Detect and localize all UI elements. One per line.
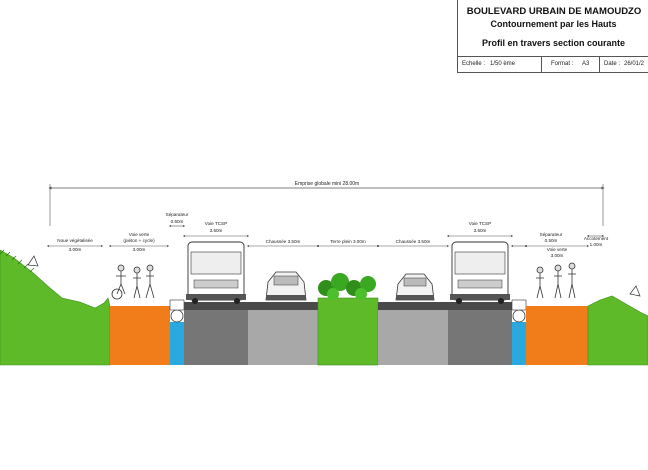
left-slope-marker (27, 255, 39, 267)
separateur-left-title: Séparateur (166, 212, 189, 217)
separateur-right-value: 0.50m (545, 238, 558, 243)
title-block: BOULEVARD URBAIN DE MAMOUDZO Contourneme… (457, 0, 648, 73)
title-row-divider (599, 57, 600, 73)
project-subtitle: Contournement par les Hauts (490, 19, 617, 29)
median-plants (318, 273, 376, 300)
voie-verte-left-title: Voie verte (129, 232, 150, 237)
drawing-title: Profil en travers section courante (481, 38, 626, 48)
left-chaussee-layer (248, 310, 318, 365)
left-slope-hatching (0, 249, 35, 273)
voie-verte-right-value: 3.00m (551, 253, 564, 258)
voie-verte-left-value: 3.00m (133, 247, 146, 252)
date-value: 26/01/2 (624, 61, 645, 67)
tcsp-right-title: Voie TCSP (469, 221, 491, 226)
right-curb (511, 299, 527, 311)
title-row-divider (541, 57, 542, 73)
right-drain (512, 322, 526, 365)
right-car (395, 273, 435, 301)
voie-verte-left-sub: (piéton + cycle) (123, 238, 155, 243)
noue-left-title: Noue végétalisée (57, 238, 93, 243)
left-orange-layer (110, 306, 170, 365)
left-road-surface (184, 302, 318, 310)
left-embankment (0, 249, 111, 366)
chaussee-left-label: Chaussée 3.50m (266, 239, 301, 244)
scale-value: 1/50 ème (490, 61, 516, 67)
noue-left-value: 3.00m (69, 247, 82, 252)
left-pedestrians (111, 264, 155, 300)
overall-dimension: Emprise globale mini 28.00m (48, 181, 605, 226)
cross-section-profile: Emprise globale mini 28.00m (0, 181, 648, 366)
project-title: BOULEVARD URBAIN DE MAMOUDZO (466, 6, 642, 17)
accotement-value: 1.00m (590, 242, 603, 247)
chaussee-right-label: Chaussée 3.50m (396, 239, 431, 244)
voie-verte-right-title: Voie verte (547, 247, 568, 252)
left-bus (186, 241, 246, 304)
right-tcsp-layer (448, 310, 512, 365)
median-terre-plein (317, 297, 379, 366)
left-drain (170, 322, 184, 365)
format-label: Format : (551, 61, 574, 67)
right-chaussee-layer (378, 310, 448, 365)
title-info-row: Echelle : 1/50 ème Format : A3 Date : 26… (458, 56, 648, 73)
overall-width-label: Emprise globale mini 28.00m (295, 181, 359, 187)
left-tcsp-layer (184, 310, 248, 365)
right-drain-pipe (512, 309, 526, 323)
format-value: A3 (582, 61, 590, 67)
tcsp-left-value: 3.50m (210, 228, 223, 233)
separateur-left-value: 0.50m (171, 219, 184, 224)
right-embankment (587, 295, 648, 366)
accotement-title: Accotement (584, 236, 609, 241)
tcsp-left-title: Voie TCSP (205, 221, 227, 226)
left-drain-pipe (170, 309, 184, 323)
right-slope-marker (629, 285, 641, 297)
separateur-right-title: Séparateur (540, 232, 563, 237)
right-bus (450, 241, 510, 304)
right-road-surface (378, 302, 512, 310)
terre-plein-label: Terre plein 3.00m (330, 239, 366, 244)
tcsp-right-value: 3.50m (474, 228, 487, 233)
left-curb (169, 299, 185, 311)
right-orange-layer (526, 306, 588, 365)
partial-dimensions (46, 224, 605, 248)
left-car (265, 271, 307, 301)
date-label: Date : (604, 61, 621, 67)
right-pedestrians (536, 262, 576, 299)
scale-label: Echelle : (462, 61, 486, 67)
